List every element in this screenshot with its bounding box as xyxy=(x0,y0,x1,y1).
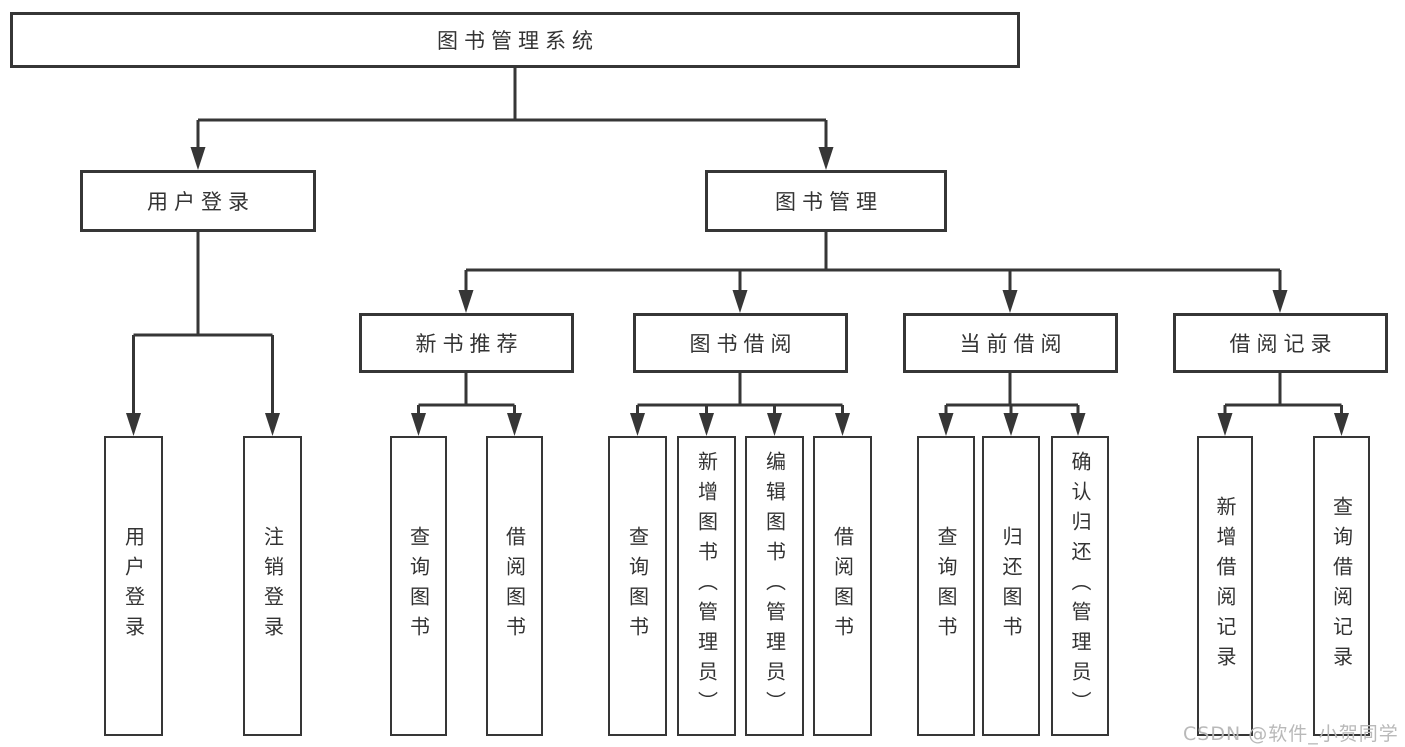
leaf-borrow-books-borrowing: 借阅图书 xyxy=(813,436,872,736)
leaf-label: 借阅图书 xyxy=(830,526,855,646)
node-book-borrowing: 图书借阅 xyxy=(633,313,848,373)
leaf-add-borrow-record: 新增借阅记录 xyxy=(1197,436,1253,736)
node-book-management: 图书管理 xyxy=(705,170,947,232)
leaf-logout-login: 注销登录 xyxy=(243,436,302,736)
leaf-label: 确认归还（管理员） xyxy=(1068,451,1092,721)
leaf-user-login: 用户登录 xyxy=(104,436,163,736)
leaf-label: 注销登录 xyxy=(260,526,285,646)
leaf-label: 新增借阅记录 xyxy=(1213,496,1237,676)
leaf-label: 归还图书 xyxy=(999,526,1023,646)
leaf-query-books-borrowing: 查询图书 xyxy=(608,436,667,736)
leaf-add-books-admin: 新增图书（管理员） xyxy=(677,436,736,736)
leaf-label: 查询借阅记录 xyxy=(1329,496,1354,676)
leaf-query-books-recommend: 查询图书 xyxy=(390,436,447,736)
node-new-book-recommend: 新书推荐 xyxy=(359,313,574,373)
leaf-label: 查询图书 xyxy=(625,526,650,646)
leaf-label: 新增图书（管理员） xyxy=(694,451,719,721)
node-current-borrowing: 当前借阅 xyxy=(903,313,1118,373)
arrowheads xyxy=(126,147,1349,436)
leaf-borrow-books-recommend: 借阅图书 xyxy=(486,436,543,736)
leaf-return-books: 归还图书 xyxy=(982,436,1040,736)
node-root-library-system: 图书管理系统 xyxy=(10,12,1020,68)
leaf-label: 用户登录 xyxy=(121,526,146,646)
node-user-login: 用户登录 xyxy=(80,170,316,232)
leaf-query-books-current: 查询图书 xyxy=(917,436,975,736)
leaf-query-borrow-record: 查询借阅记录 xyxy=(1313,436,1370,736)
leaf-label: 借阅图书 xyxy=(502,526,527,646)
leaf-label: 编辑图书（管理员） xyxy=(762,451,787,721)
leaf-label: 查询图书 xyxy=(406,526,431,646)
leaf-confirm-return-admin: 确认归还（管理员） xyxy=(1051,436,1109,736)
leaf-edit-books-admin: 编辑图书（管理员） xyxy=(745,436,804,736)
leaf-label: 查询图书 xyxy=(934,526,958,646)
node-borrowing-records: 借阅记录 xyxy=(1173,313,1388,373)
csdn-watermark: CSDN @软件_小贺同学 xyxy=(1183,723,1399,745)
